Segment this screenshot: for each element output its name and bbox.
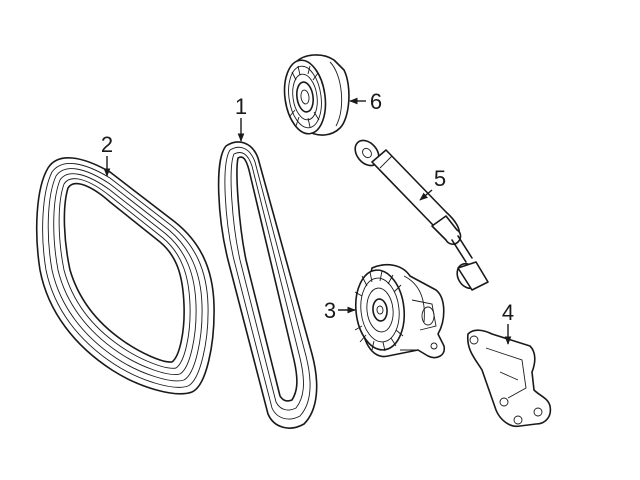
callout-number-1: 1 xyxy=(235,94,247,119)
callout-number-6: 6 xyxy=(370,89,382,114)
callout-1: 1 xyxy=(235,94,247,142)
callout-5: 5 xyxy=(419,166,446,201)
wide-ribbed-belt xyxy=(35,157,215,395)
damper-strut xyxy=(354,139,489,291)
callout-6: 6 xyxy=(349,89,382,114)
belt-tensioner xyxy=(354,263,446,359)
callout-4: 4 xyxy=(502,300,514,345)
narrow-ribbed-belt xyxy=(217,141,318,429)
callout-2: 2 xyxy=(101,132,113,177)
mounting-bracket xyxy=(466,329,552,428)
idler-pulley xyxy=(283,54,350,136)
callout-number-5: 5 xyxy=(434,166,446,191)
callout-number-2: 2 xyxy=(101,132,113,157)
callout-number-4: 4 xyxy=(502,300,514,325)
callout-3: 3 xyxy=(324,298,356,323)
callout-number-3: 3 xyxy=(324,298,336,323)
